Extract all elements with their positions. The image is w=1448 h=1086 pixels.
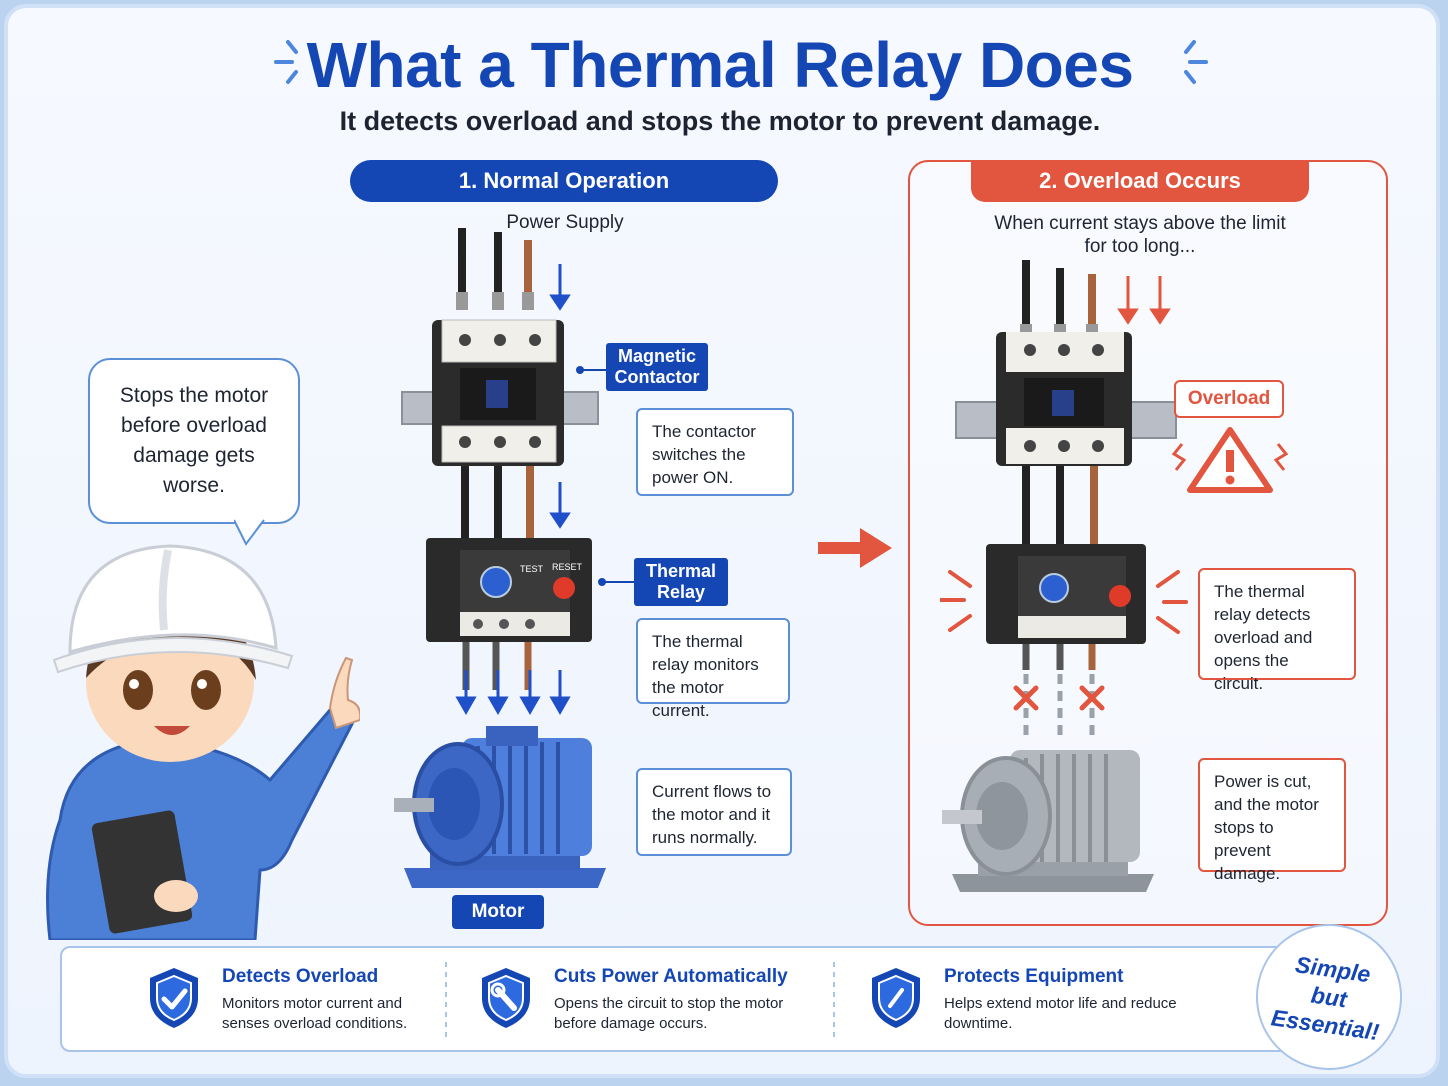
feature-title: Protects Equipment xyxy=(944,966,1124,987)
divider xyxy=(833,962,835,1038)
motor-stopped-icon xyxy=(942,750,1154,892)
thermal-relay-label: Thermal Relay xyxy=(634,558,728,606)
divider xyxy=(445,962,447,1038)
overload-circuit-diagram xyxy=(940,260,1188,740)
overload-motor-note: Power is cut, and the motor stops to pre… xyxy=(1198,758,1346,883)
motor-running-icon xyxy=(394,726,606,888)
contactor-note: The contactor switches the power ON. xyxy=(636,408,794,496)
relay-test-text: TEST xyxy=(520,564,544,574)
sparkle-right-icon xyxy=(1184,40,1208,84)
shield-gauge-icon xyxy=(872,968,920,1028)
feature-detects-overload: Detects Overload Monitors motor current … xyxy=(222,966,432,1034)
magnetic-contactor xyxy=(432,319,564,466)
magnetic-contactor-label: Magnetic Contactor xyxy=(606,343,708,391)
warning-triangle-icon xyxy=(1171,427,1289,493)
thermal-relay xyxy=(426,538,592,642)
normal-operation-heading: 1. Normal Operation xyxy=(350,160,778,202)
badge-text: Simple but Essential! xyxy=(1269,951,1381,1046)
shield-check-icon xyxy=(150,968,198,1028)
feature-title: Cuts Power Automatically xyxy=(554,966,788,987)
feature-desc: Opens the circuit to stop the motor befo… xyxy=(554,995,784,1032)
motor-label: Motor xyxy=(452,895,544,929)
feature-cuts-power: Cuts Power Automatically Opens the circu… xyxy=(554,966,824,1034)
overload-heading: 2. Overload Occurs xyxy=(971,160,1309,202)
page-title: What a Thermal Relay Does xyxy=(306,29,1134,101)
feature-protects-equipment: Protects Equipment Helps extend motor li… xyxy=(944,966,1184,1034)
feature-title: Detects Overload xyxy=(222,966,379,987)
transition-arrow-icon xyxy=(818,528,892,568)
cut-x-icon xyxy=(1013,685,1105,711)
normal-circuit-diagram: TEST RESET xyxy=(401,228,599,716)
speech-bubble: Stops the motor before overload damage g… xyxy=(88,358,300,524)
feature-desc: Helps extend motor life and reduce downt… xyxy=(944,995,1177,1032)
power-supply-label: Power Supply xyxy=(506,212,624,233)
overload-relay-note: The thermal relay detects overload and o… xyxy=(1198,568,1356,693)
overload-caption: When current stays above the limit for t… xyxy=(994,213,1286,257)
relay-note: The thermal relay monitors the motor cur… xyxy=(636,618,790,720)
overload-tag: Overload xyxy=(1174,380,1284,418)
label-connectors xyxy=(576,366,634,586)
sparkle-left-icon xyxy=(274,40,298,84)
shield-wrench-icon xyxy=(482,968,530,1028)
relay-reset-text: RESET xyxy=(552,562,583,572)
features-bar xyxy=(60,946,1290,1052)
page-subtitle: It detects overload and stops the motor … xyxy=(339,106,1101,136)
engineer-character xyxy=(46,544,360,940)
feature-desc: Monitors motor current and senses overlo… xyxy=(222,995,408,1032)
speech-bubble-tail xyxy=(234,518,265,546)
motor-note: Current flows to the motor and it runs n… xyxy=(636,768,792,856)
